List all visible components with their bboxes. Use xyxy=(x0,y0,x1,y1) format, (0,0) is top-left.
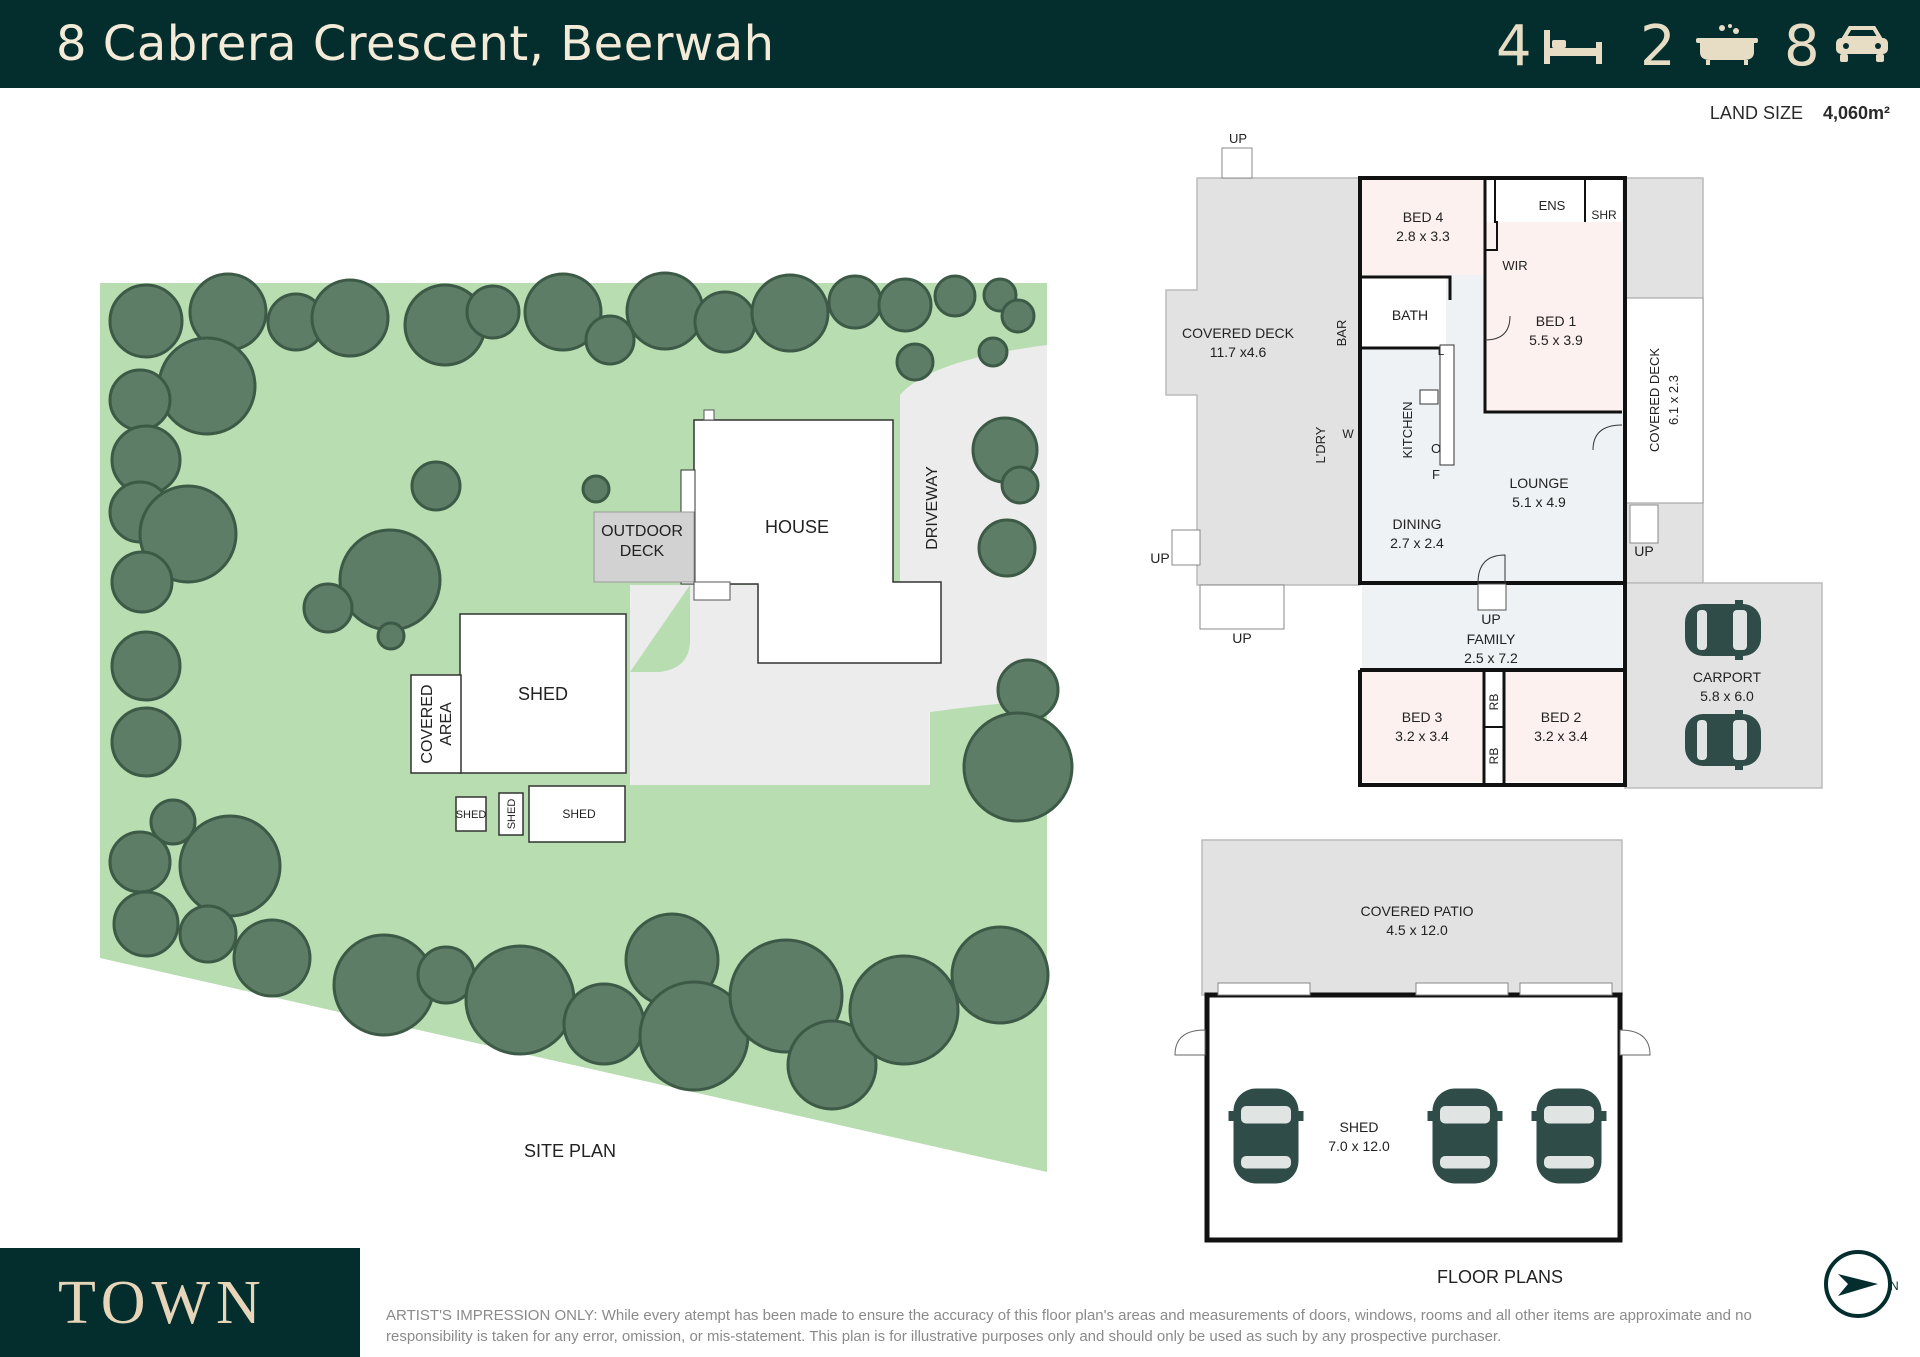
shed-main-label: SHED xyxy=(518,684,568,704)
property-title: 8 Cabrera Crescent, Beerwah xyxy=(56,16,775,72)
bath-label: BATH xyxy=(1392,307,1428,323)
bed3-size: 3.2 x 3.4 xyxy=(1395,728,1449,744)
covered-patio-name: COVERED PATIO xyxy=(1360,903,1473,919)
compass-north-label: N xyxy=(1890,1279,1899,1293)
logo-panel xyxy=(0,1248,360,1357)
header-bar: 8 Cabrera Crescent, Beerwah 4 2 8 xyxy=(0,0,1920,88)
shed-small-3-label: SHED xyxy=(562,807,596,821)
shed-floor-size: 7.0 x 12.0 xyxy=(1328,1138,1390,1154)
covered-deck-west-name: COVERED DECK xyxy=(1182,325,1295,341)
family-size: 2.5 x 7.2 xyxy=(1464,650,1518,666)
bed2-name: BED 2 xyxy=(1541,709,1582,725)
shed-small-2 xyxy=(498,792,524,836)
beds-count: 4 xyxy=(1496,14,1532,79)
covered-deck-west xyxy=(1165,177,1361,586)
lounge-size: 5.1 x 4.9 xyxy=(1512,494,1566,510)
fridge-label: F xyxy=(1432,467,1440,482)
shed-small-1 xyxy=(455,796,487,832)
robe-label-1: RB xyxy=(1487,694,1501,711)
compass-icon: N xyxy=(1824,1250,1899,1318)
covered-patio-size: 4.5 x 12.0 xyxy=(1386,922,1448,938)
land-size: LAND SIZE 4,060m² xyxy=(1710,103,1890,124)
shr-label: SHR xyxy=(1591,208,1617,222)
dining-name: DINING xyxy=(1393,516,1442,532)
carport-name: CARPORT xyxy=(1693,669,1762,685)
up-label-family: UP xyxy=(1481,611,1500,627)
floor-plan xyxy=(1165,147,1823,1243)
covered-area-label-1: COVERED xyxy=(419,684,436,763)
cars-count: 8 xyxy=(1784,14,1820,79)
outdoor-deck-label-2: DECK xyxy=(620,543,665,560)
up-label-east: UP xyxy=(1634,543,1653,559)
shed-floor-name: SHED xyxy=(1340,1119,1379,1135)
car-icon xyxy=(1836,26,1888,62)
covered-deck-east-name: COVERED DECK xyxy=(1647,348,1662,452)
carport-size: 5.8 x 6.0 xyxy=(1700,688,1754,704)
agency-logo: TOWN xyxy=(58,1269,267,1337)
bar-label: BAR xyxy=(1334,320,1349,347)
bed1-size: 5.5 x 3.9 xyxy=(1529,332,1583,348)
shed-main xyxy=(459,613,627,774)
oven-label: O xyxy=(1431,441,1441,456)
l-label: L xyxy=(1438,344,1445,358)
outdoor-deck xyxy=(593,511,695,583)
covered-area xyxy=(410,674,462,774)
driveway-label: DRIVEWAY xyxy=(924,466,941,550)
up-label-west: UP xyxy=(1150,550,1169,566)
covered-deck-east xyxy=(1624,297,1704,504)
trees xyxy=(108,271,1074,1111)
bed1-name: BED 1 xyxy=(1536,313,1577,329)
site-plan xyxy=(100,271,1074,1172)
bed2-room xyxy=(1504,672,1622,782)
baths-count: 2 xyxy=(1640,14,1676,79)
land-size-label: LAND SIZE xyxy=(1709,103,1803,123)
bathtub-icon xyxy=(1696,24,1758,65)
shed-small-1-label: SHED xyxy=(456,809,487,821)
bed-icon xyxy=(1544,30,1602,64)
shed-small-2-label: SHED xyxy=(506,799,518,830)
ens-label: ENS xyxy=(1539,198,1566,213)
bed2-size: 3.2 x 3.4 xyxy=(1534,728,1588,744)
laundry-label: L'DRY xyxy=(1313,426,1328,463)
wir-label: WIR xyxy=(1502,258,1527,273)
up-label-south: UP xyxy=(1232,630,1251,646)
bath-room xyxy=(1362,277,1446,347)
family-name: FAMILY xyxy=(1467,631,1516,647)
kitchen-label: KITCHEN xyxy=(1400,401,1415,458)
bed1-room xyxy=(1485,222,1622,412)
shed-small-3 xyxy=(528,785,626,843)
lounge-name: LOUNGE xyxy=(1509,475,1568,491)
robe-label-2: RB xyxy=(1487,748,1501,765)
floor-plans-caption: FLOOR PLANS xyxy=(1437,1267,1563,1287)
bed4-size: 2.8 x 3.3 xyxy=(1396,228,1450,244)
covered-deck-west-size: 11.7 x4.6 xyxy=(1210,344,1267,360)
outdoor-deck-label-1: OUTDOOR xyxy=(601,523,683,540)
covered-deck-east-size: 6.1 x 2.3 xyxy=(1666,375,1681,425)
disclaimer-text: ARTIST'S IMPRESSION ONLY: While every at… xyxy=(386,1307,1752,1345)
covered-patio xyxy=(1201,839,1623,996)
up-label-top: UP xyxy=(1229,131,1247,146)
house-label: HOUSE xyxy=(765,517,829,537)
washer-label: W xyxy=(1342,427,1354,441)
site-plan-caption: SITE PLAN xyxy=(524,1141,616,1161)
dining-size: 2.7 x 2.4 xyxy=(1390,535,1444,551)
bed3-room xyxy=(1362,672,1496,782)
bed4-name: BED 4 xyxy=(1403,209,1444,225)
covered-area-label-2: AREA xyxy=(438,702,455,746)
bed3-name: BED 3 xyxy=(1402,709,1443,725)
land-size-value: 4,060m² xyxy=(1822,103,1890,123)
bed4-room xyxy=(1362,180,1486,275)
